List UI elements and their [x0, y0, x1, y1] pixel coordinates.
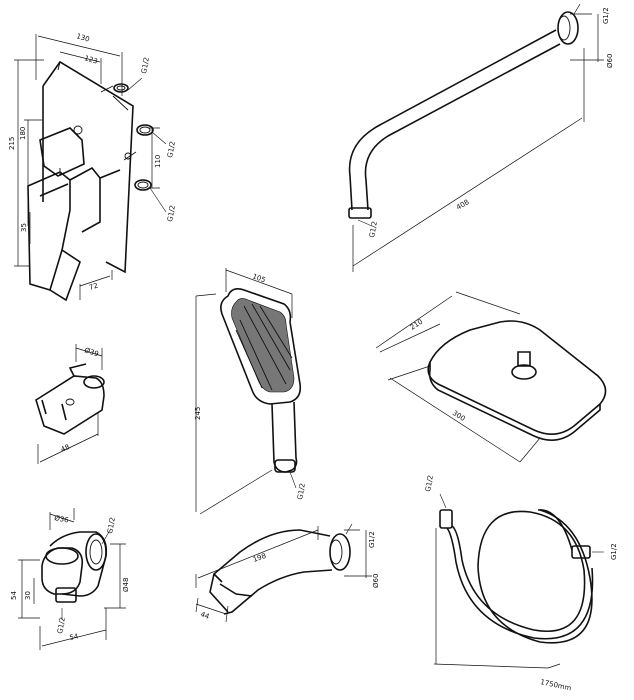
port-top — [113, 83, 129, 93]
outlet-dia-side: Ø48 — [122, 578, 130, 592]
outlet-width: 54 — [69, 632, 80, 642]
hand-shower-nut — [274, 459, 296, 473]
wall-outlet: Ø36 G1/2 Ø48 54 30 G1/2 54 — [10, 508, 130, 650]
hand-shower-height: 245 — [194, 407, 202, 420]
dim-width-inner: 123 — [83, 54, 98, 65]
spray-face — [231, 298, 295, 393]
hand-shower-width: 105 — [251, 272, 266, 284]
arm-flange — [557, 11, 579, 45]
hand-shower-thread: G1/2 — [296, 483, 307, 501]
port-middle — [136, 124, 154, 136]
hose-thread-left: G1/2 — [424, 475, 435, 493]
shower-holder: Ø39 48 — [35, 344, 105, 464]
arm-length: 408 — [455, 198, 471, 212]
dim-width-top: 130 — [75, 32, 90, 43]
head-shower: 210 300 — [375, 291, 607, 463]
arm-thread: G1/2 — [368, 221, 379, 239]
bath-spout: 198 44 G1/2 Ø60 — [195, 523, 380, 623]
hose-nut-right — [571, 545, 591, 559]
outlet-h2: 30 — [24, 591, 32, 600]
hose-thread-right: G1/2 — [610, 543, 618, 560]
spout-thread: G1/2 — [368, 531, 376, 548]
hand-shower: 105 245 G1/2 — [194, 268, 307, 515]
outlet-thread-top: G1/2 — [106, 517, 117, 535]
hose-nut-left — [439, 509, 453, 529]
outlet-h1: 54 — [10, 591, 18, 600]
hose-length: 1750mm — [540, 678, 573, 692]
head-connector — [511, 364, 537, 380]
outlet-nut — [55, 587, 77, 603]
arm-thread-nut — [348, 207, 372, 219]
mixer-thread-1: G1/2 — [140, 57, 151, 75]
spout-small-dim: 44 — [199, 610, 211, 621]
dim-height-plate: 180 — [19, 127, 27, 140]
spout-dia: Ø60 — [372, 574, 380, 588]
spout-flange — [329, 533, 351, 571]
arm-flange-thread: G1/2 — [602, 7, 610, 24]
dim-height-total: 215 — [8, 137, 16, 150]
concealed-mixer: 130 123 215 180 35 110 72 G1/2 G1/2 G1/2 — [8, 32, 177, 302]
dim-height-low: 35 — [20, 223, 28, 232]
dim-spacing: 110 — [154, 155, 162, 168]
port-bottom — [134, 179, 152, 191]
head-depth: 210 — [409, 318, 425, 332]
holder-dia: Ø39 — [83, 346, 99, 358]
mixer-thread-3: G1/2 — [166, 205, 177, 223]
shower-hose: G1/2 G1/2 1750mm — [424, 475, 618, 693]
spout-length: 198 — [252, 552, 267, 564]
shower-arm: G1/2 408 Ø60 G1/2 — [348, 3, 614, 272]
outlet-thread-bottom: G1/2 — [56, 617, 67, 635]
arm-flange-dia: Ø60 — [606, 54, 614, 68]
outlet-dia-top: Ø36 — [54, 514, 70, 524]
head-width: 300 — [451, 409, 467, 423]
holder-length: 48 — [60, 443, 71, 454]
dim-depth: 72 — [88, 282, 99, 292]
mixer-thread-2: G1/2 — [166, 141, 177, 159]
